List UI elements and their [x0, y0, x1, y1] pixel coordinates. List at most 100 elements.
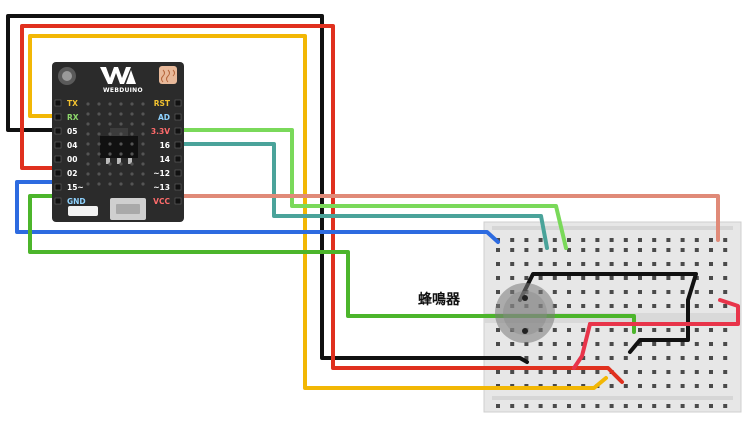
- breadboard-hole: [666, 290, 671, 294]
- right-pin-label: RST: [154, 99, 171, 108]
- breadboard-hole: [510, 238, 515, 242]
- left-pin-label: GND: [67, 197, 86, 206]
- breadboard-hole: [609, 328, 614, 332]
- breadboard-hole: [680, 342, 685, 346]
- right-pin-label: ~13: [153, 183, 170, 192]
- breadboard-hole: [538, 342, 543, 346]
- left-pin-label: 00: [67, 155, 77, 164]
- breadboard-hole: [552, 404, 557, 408]
- board-button: [68, 206, 98, 216]
- breadboard-hole: [638, 328, 642, 332]
- breadboard-hole: [552, 370, 557, 374]
- breadboard-hole: [609, 248, 614, 252]
- breadboard-hole: [652, 356, 657, 360]
- breadboard-hole: [666, 276, 671, 280]
- breadboard-hole: [623, 262, 628, 266]
- breadboard-hole: [638, 290, 642, 294]
- right-pin-pad: [174, 141, 182, 149]
- right-pin-pad: [174, 183, 182, 191]
- right-pin-pad: [174, 197, 182, 205]
- breadboard-hole: [694, 304, 699, 308]
- breadboard-hole: [524, 356, 529, 360]
- breadboard-hole: [723, 342, 728, 346]
- breadboard-hole: [581, 276, 586, 280]
- breadboard-hole: [666, 356, 671, 360]
- breadboard-hole: [680, 304, 685, 308]
- breadboard-hole: [496, 370, 500, 374]
- left-pin-label: TX: [67, 99, 78, 108]
- breadboard-holes: [496, 238, 728, 408]
- breadboard-hole: [581, 328, 586, 332]
- breadboard-hole: [581, 304, 586, 308]
- wire-yellow: [28, 34, 608, 390]
- left-pin-pad: [54, 141, 62, 149]
- breadboard-hole: [623, 404, 628, 408]
- breadboard-hole: [694, 404, 699, 408]
- breadboard-hole: [609, 238, 614, 242]
- breadboard-hole: [581, 262, 586, 266]
- breadboard-hole: [680, 262, 685, 266]
- right-pin-pad: [174, 99, 182, 107]
- breadboard-hole: [567, 342, 571, 346]
- breadboard-hole: [694, 290, 699, 294]
- right-pin-pad: [174, 113, 182, 121]
- breadboard-hole: [666, 238, 671, 242]
- breadboard-hole: [694, 248, 699, 252]
- breadboard-hole: [538, 248, 543, 252]
- wire-breadboard-black: [518, 272, 698, 354]
- wire-breadboard-red-1: [572, 298, 740, 370]
- breadboard-hole: [538, 238, 543, 242]
- breadboard-hole: [638, 356, 642, 360]
- breadboard-hole: [638, 276, 642, 280]
- breadboard-hole: [567, 304, 571, 308]
- breadboard-hole: [510, 370, 515, 374]
- breadboard-hole: [595, 290, 600, 294]
- breadboard-hole: [552, 262, 557, 266]
- left-pin-pad: [54, 127, 62, 135]
- breadboard-hole: [623, 238, 628, 242]
- wire-teal: [173, 142, 549, 250]
- breadboard-hole: [694, 342, 699, 346]
- breadboard-hole: [652, 328, 657, 332]
- breadboard-hole: [552, 238, 557, 242]
- breadboard-hole: [723, 404, 728, 408]
- breadboard-hole: [496, 248, 500, 252]
- board-decor-dots: [86, 102, 145, 186]
- breadboard-hole: [723, 290, 728, 294]
- breadboard-hole: [552, 356, 557, 360]
- breadboard-hole: [652, 342, 657, 346]
- breadboard-hole: [496, 404, 500, 408]
- left-pin-label: RX: [67, 113, 79, 122]
- breadboard-hole: [709, 328, 713, 332]
- breadboard-hole: [694, 370, 699, 374]
- left-pin-pad: [54, 183, 62, 191]
- breadboard-hole: [609, 342, 614, 346]
- breadboard-hole: [709, 290, 713, 294]
- right-pin-label: 14: [160, 155, 170, 164]
- left-pin-label: 05: [67, 127, 77, 136]
- wires: [6, 14, 740, 390]
- breadboard-hole: [680, 328, 685, 332]
- buzzer-top: [503, 291, 547, 335]
- breadboard-hole: [510, 342, 515, 346]
- breadboard-hole: [609, 276, 614, 280]
- breadboard-hole: [595, 304, 600, 308]
- breadboard-hole: [709, 356, 713, 360]
- breadboard-hole: [595, 370, 600, 374]
- breadboard-hole: [496, 276, 500, 280]
- breadboard-hole: [723, 304, 728, 308]
- breadboard-hole: [666, 404, 671, 408]
- breadboard-hole: [552, 248, 557, 252]
- buzzer-pin-positive: [522, 295, 528, 301]
- left-pin-pad: [54, 169, 62, 177]
- breadboard-hole: [652, 262, 657, 266]
- left-pin-pad: [54, 197, 62, 205]
- wire-blue: [15, 180, 500, 244]
- breadboard-hole: [581, 248, 586, 252]
- breadboard-hole: [666, 328, 671, 332]
- breadboard-hole: [709, 342, 713, 346]
- breadboard-hole: [652, 384, 657, 388]
- buzzer: 蜂鳴器: [418, 283, 555, 343]
